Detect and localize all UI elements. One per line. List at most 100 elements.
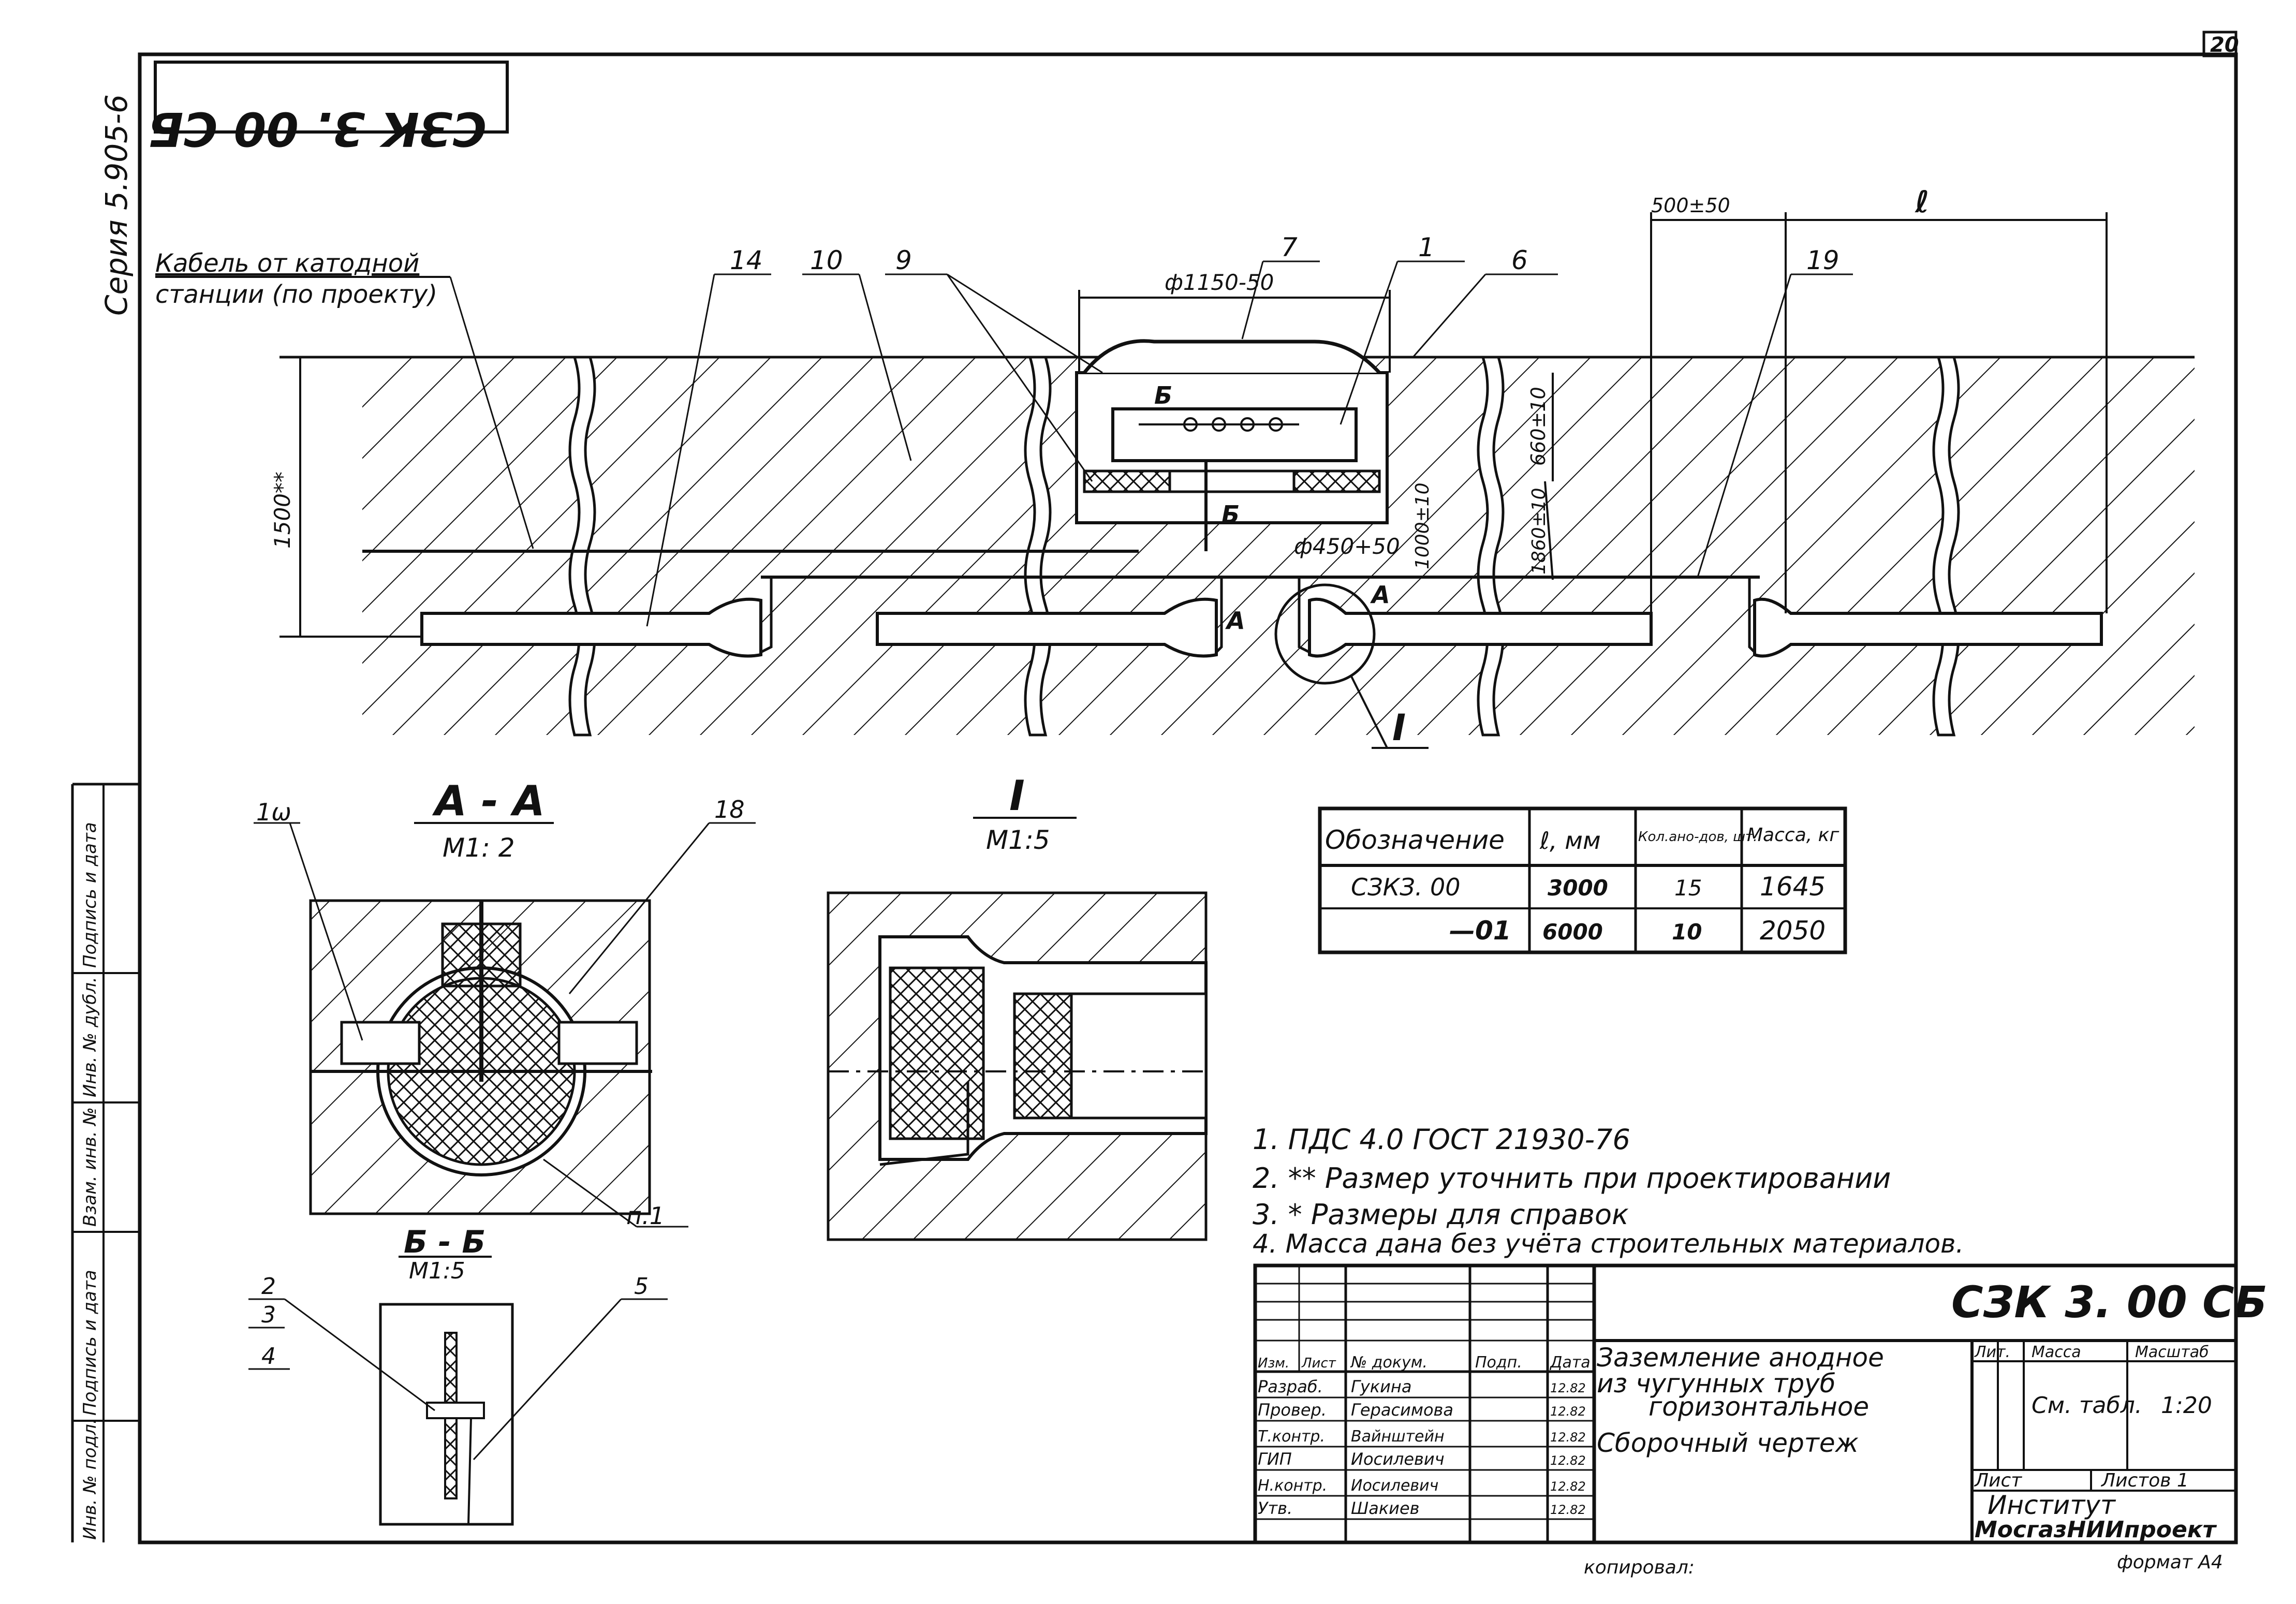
title-block-sheet: Лист xyxy=(1974,1470,2022,1491)
detail-i: I М1:5 xyxy=(827,772,1208,1241)
role-3-name: Вайнштейн xyxy=(1351,1428,1445,1446)
spec-row-1-designation: СЗКЗ. 00 xyxy=(1351,873,1461,901)
detail-mark-i: I xyxy=(1392,707,1406,749)
role-4-date: 12.82 xyxy=(1550,1453,1586,1468)
title-block-title-2: из чугунных труб xyxy=(1597,1368,1836,1399)
format-label: формат А4 xyxy=(2117,1552,2223,1573)
dim-1000: 1000±10 xyxy=(1412,482,1433,569)
spec-row-2-designation: —01 xyxy=(1449,916,1511,946)
section-bb-callout-4: 4 xyxy=(261,1343,276,1370)
left-margin-labels: Инв. № подл. Подпись и дата Взам. инв. №… xyxy=(80,822,100,1540)
section-aa-callout-right: 18 xyxy=(714,796,745,823)
dim-pipe-diameter: ф450+50 xyxy=(1294,534,1400,559)
section-aa-callout-left: 1ω xyxy=(256,798,291,826)
spec-row-2-l: 6000 xyxy=(1542,919,1603,945)
section-bb-callout-3: 3 xyxy=(261,1302,276,1328)
margin-label-2: Подпись и дата xyxy=(80,1270,100,1416)
copied-by: копировал: xyxy=(1584,1557,1695,1578)
section-bb: Б - Б М1:5 2 3 4 5 xyxy=(248,1224,668,1526)
notes: 1. ПДС 4.0 ГОСТ 21930-76 2. ** Размер ут… xyxy=(1253,1123,1964,1259)
section-mark-b-bottom: Б xyxy=(1221,501,1240,528)
role-2: Провер. xyxy=(1258,1400,1327,1420)
spec-header-count: Кол.ано-дов, шт. xyxy=(1638,829,1757,845)
role-2-date: 12.82 xyxy=(1550,1404,1586,1419)
sign-header-2: Лист xyxy=(1301,1356,1336,1371)
callout-1: 1 xyxy=(1418,232,1435,262)
spec-row-1-count: 15 xyxy=(1674,875,1702,901)
title-block-col-mass: Масса xyxy=(2032,1343,2081,1361)
cable-label-line1: Кабель от катодной xyxy=(155,249,419,278)
sign-header-3: № докум. xyxy=(1350,1353,1427,1372)
role-4-name: Иосилевич xyxy=(1351,1449,1445,1469)
role-5-name: Иосилевич xyxy=(1351,1477,1438,1495)
sign-header-5: Дата xyxy=(1549,1353,1591,1372)
page-number: 20 xyxy=(2210,33,2239,57)
section-aa: А - А М1: 2 1ω 18 п.1 xyxy=(254,777,756,1230)
dim-l: ℓ xyxy=(1915,184,1929,219)
title-block-scale-value: 1:20 xyxy=(2161,1392,2212,1419)
spec-header-mass: Масса, кг xyxy=(1747,825,1839,846)
spec-table: Обозначение ℓ, мм Кол.ано-дов, шт. Масса… xyxy=(1318,806,1847,954)
callout-7: 7 xyxy=(1281,232,1298,262)
title-block-title-3: горизонтальное xyxy=(1649,1392,1869,1422)
dim-spacing: 500±50 xyxy=(1651,194,1730,217)
spec-row-1-mass: 1645 xyxy=(1760,872,1826,902)
section-mark-b-top: Б xyxy=(1154,381,1172,409)
role-6-date: 12.82 xyxy=(1550,1503,1586,1517)
callout-9: 9 xyxy=(895,245,912,275)
rotated-stamp-code: СЗК 3. 00 СБ xyxy=(148,101,487,156)
section-bb-title: Б - Б xyxy=(404,1224,485,1260)
note-1: 1. ПДС 4.0 ГОСТ 21930-76 xyxy=(1253,1123,1630,1156)
note-2: 2. ** Размер уточнить при проектировании xyxy=(1253,1162,1891,1195)
spec-row-1-l: 3000 xyxy=(1548,875,1608,901)
title-block-code: СЗК 3. 00 СБ xyxy=(1951,1277,2268,1328)
section-aa-title: А - А xyxy=(432,777,545,825)
sign-header-1: Изм. xyxy=(1258,1356,1289,1371)
sign-header-4: Подп. xyxy=(1475,1353,1522,1372)
dim-1860: 1860±10 xyxy=(1528,488,1550,575)
callout-10: 10 xyxy=(810,245,843,275)
title-block-sheets: Листов 1 xyxy=(2100,1470,2189,1491)
section-bb-scale: М1:5 xyxy=(409,1258,465,1284)
role-5: Н.контр. xyxy=(1258,1477,1327,1495)
title-block: СЗК 3. 00 СБ Заземление анодное из чугун… xyxy=(1253,1263,2268,1544)
callout-6: 6 xyxy=(1511,245,1528,275)
detail-i-title: I xyxy=(1009,772,1025,820)
dim-depth: 1500** xyxy=(270,472,295,549)
section-mark-a-left: А xyxy=(1225,607,1245,635)
spec-row-2-count: 10 xyxy=(1672,919,1702,945)
spec-header-designation: Обозначение xyxy=(1325,825,1505,855)
main-view: I Б Б А А ф1150-50 1500** 660±10 1000±10… xyxy=(155,184,2195,749)
role-5-date: 12.82 xyxy=(1550,1479,1586,1494)
detail-i-scale: М1:5 xyxy=(986,825,1050,855)
role-3: Т.контр. xyxy=(1258,1428,1325,1446)
section-bb-callout-5: 5 xyxy=(634,1273,649,1300)
series-label: Серия 5.905-6 xyxy=(99,94,134,316)
margin-label-5: Подпись и дата xyxy=(80,822,100,968)
section-mark-a-right: А xyxy=(1370,581,1390,609)
role-4: ГИП xyxy=(1258,1449,1292,1469)
title-block-mass-value: См. табл. xyxy=(2032,1392,2142,1419)
title-block-title-1: Заземление анодное xyxy=(1597,1343,1884,1373)
role-1-date: 12.82 xyxy=(1550,1381,1586,1395)
title-block-org-1: Институт xyxy=(1988,1490,2116,1520)
callout-14: 14 xyxy=(730,245,763,275)
spec-header-l: ℓ, мм xyxy=(1539,827,1601,855)
role-2-name: Герасимова xyxy=(1351,1400,1453,1420)
cable-label-line2: станции (по проекту) xyxy=(155,280,437,309)
title-block-col-lit: Лит. xyxy=(1974,1343,2010,1361)
dim-cap-height: 660±10 xyxy=(1527,387,1550,466)
title-block-col-scale: Масштаб xyxy=(2135,1343,2209,1361)
title-block-org-2: МосгазНИИпроект xyxy=(1975,1517,2217,1543)
note-3: 3. * Размеры для справок xyxy=(1253,1198,1629,1231)
margin-label-3: Взам. инв. № xyxy=(80,1107,100,1227)
role-1: Разраб. xyxy=(1258,1377,1323,1396)
title-block-subtitle: Сборочный чертеж xyxy=(1597,1428,1859,1458)
section-aa-scale: М1: 2 xyxy=(443,833,515,863)
section-bb-callout-2: 2 xyxy=(261,1273,276,1300)
rotated-stamp: СЗК 3. 00 СБ xyxy=(148,61,509,156)
role-3-date: 12.82 xyxy=(1550,1430,1586,1445)
role-6: Утв. xyxy=(1258,1498,1292,1518)
spec-row-2-mass: 2050 xyxy=(1760,916,1826,946)
